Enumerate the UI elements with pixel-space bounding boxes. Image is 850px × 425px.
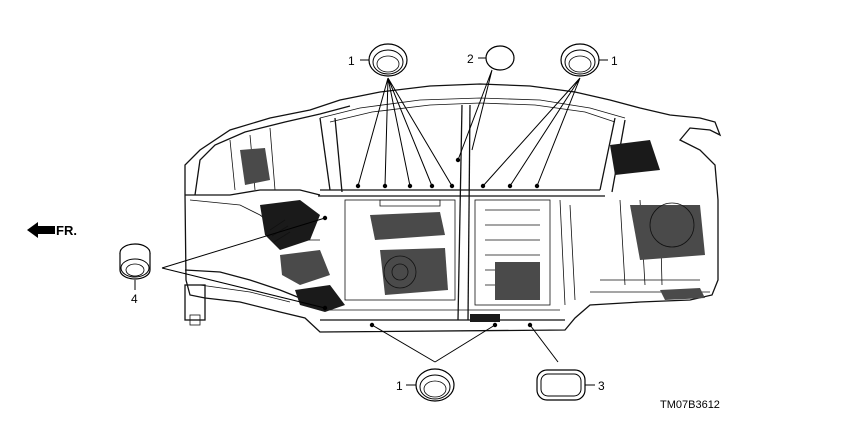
part-label-1-bottom: 1 — [396, 379, 403, 393]
diagram-code: TM07B3612 — [660, 399, 720, 411]
attachment-points — [322, 157, 540, 328]
part-label-3: 3 — [598, 379, 605, 393]
grommet-icon — [415, 368, 455, 402]
grommet-tall-icon — [119, 243, 151, 280]
part-label-2: 2 — [467, 52, 474, 66]
part-label-1-top-left: 1 — [348, 54, 355, 68]
grommet-icon — [560, 43, 600, 77]
leader-lines — [134, 57, 608, 386]
oval-grommet-icon — [536, 369, 586, 401]
arrow-left-icon — [27, 222, 55, 238]
vehicle-body — [184, 83, 722, 333]
plug-icon — [485, 45, 515, 71]
part-label-1-top-right: 1 — [611, 54, 618, 68]
part-label-4: 4 — [131, 292, 138, 306]
front-direction-indicator: FR. — [27, 222, 77, 238]
grommet-icon — [368, 43, 408, 77]
front-direction-label: FR. — [56, 223, 77, 238]
